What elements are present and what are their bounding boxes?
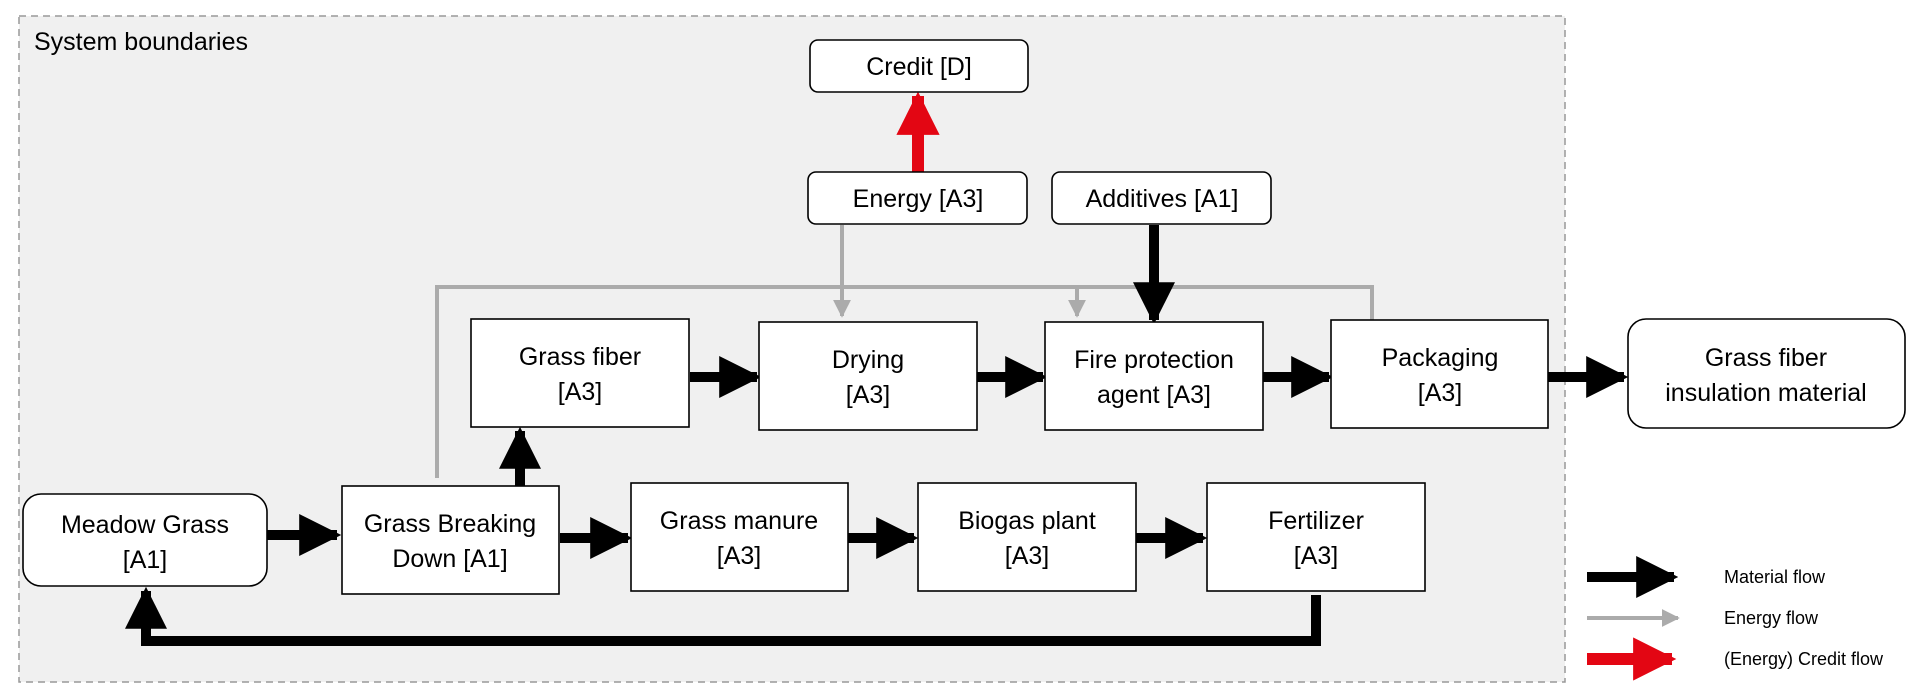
insulation-box xyxy=(1627,318,1906,429)
drying-label-line2: [A3] xyxy=(846,381,890,409)
fire-protection-label-line2: agent [A3] xyxy=(1097,381,1211,409)
grass-manure-box xyxy=(630,482,849,592)
fire-protection-label-line1: Fire protection xyxy=(1074,346,1234,374)
grass-manure-label-line2: [A3] xyxy=(717,542,761,570)
node-labels: Credit [D] Energy [A3] Additives [A1] Gr… xyxy=(61,53,1867,574)
meadow-grass-label-line2: [A1] xyxy=(123,546,167,574)
credit-box xyxy=(809,39,1029,93)
energy-loop-line xyxy=(435,285,1374,478)
grass-fiber-label-line2: [A3] xyxy=(558,378,602,406)
system-boundary-label: System boundaries xyxy=(34,28,248,56)
material-flows xyxy=(125,225,1629,646)
drying-label-line1: Drying xyxy=(832,346,904,374)
fertilizer-label-line2: [A3] xyxy=(1294,542,1338,570)
packaging-box xyxy=(1330,319,1549,429)
grass-manure-label-line1: Grass manure xyxy=(660,507,818,535)
insulation-label-line2: insulation material xyxy=(1665,379,1867,407)
legend-credit-label: (Energy) Credit flow xyxy=(1724,649,1884,669)
fertilizer-box xyxy=(1206,482,1426,592)
energy-box xyxy=(807,171,1028,225)
packaging-label-line2: [A3] xyxy=(1418,379,1462,407)
additives-box xyxy=(1051,171,1272,225)
fertilizer-to-meadow-return-arrow xyxy=(125,586,1321,646)
grass-breaking-label-line1: Grass Breaking xyxy=(364,510,536,538)
grass-breaking-label-line2: Down [A1] xyxy=(392,545,507,573)
grass-fiber-label-line1: Grass fiber xyxy=(519,343,641,371)
energy-flows xyxy=(435,225,1374,478)
meadow-grass-label-line1: Meadow Grass xyxy=(61,511,229,539)
fertilizer-label-line1: Fertilizer xyxy=(1268,507,1364,535)
legend-material-label: Material flow xyxy=(1724,567,1826,587)
biogas-label-line1: Biogas plant xyxy=(958,507,1096,535)
drying-box xyxy=(758,321,978,431)
biogas-label-line2: [A3] xyxy=(1005,542,1049,570)
grass-fiber-box xyxy=(470,318,690,428)
nodes xyxy=(22,39,1906,595)
legend: Material flow Energy flow (Energy) Credi… xyxy=(1587,556,1884,681)
grass-breaking-box xyxy=(341,485,560,595)
insulation-label-line1: Grass fiber xyxy=(1705,344,1827,372)
packaging-label-line1: Packaging xyxy=(1382,344,1499,372)
additives-label: Additives [A1] xyxy=(1086,185,1239,213)
energy-label: Energy [A3] xyxy=(853,185,984,213)
meadow-grass-box xyxy=(22,493,268,587)
biogas-box xyxy=(917,482,1137,592)
credit-label: Credit [D] xyxy=(866,53,972,81)
fire-protection-box xyxy=(1044,321,1264,431)
legend-energy-label: Energy flow xyxy=(1724,608,1819,628)
